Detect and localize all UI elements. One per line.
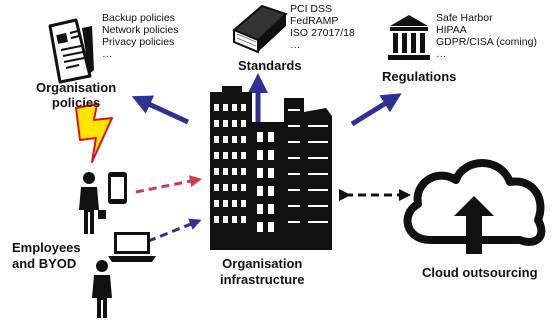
employees-title-line2: and BYOD <box>12 256 77 271</box>
courthouse-icon <box>388 15 430 60</box>
standards-list: PCI DSS FedRAMP ISO 27017/18 … <box>290 3 355 51</box>
person-icon <box>79 172 106 234</box>
policy-item: Backup policies <box>102 12 175 24</box>
regulations-list: Safe Harbor HIPAA GDPR/CISA (coming) … <box>436 12 537 60</box>
policy-item: Network policies <box>102 24 179 36</box>
policy-item: … <box>102 48 113 60</box>
regulation-item: Safe Harbor <box>436 12 493 24</box>
policies-title-line1: Organisation <box>36 80 117 95</box>
policies-list: Backup policies Network policies Privacy… <box>102 12 178 60</box>
policies-title: Organisation policies <box>36 80 116 110</box>
employees-title: Employees and BYOD <box>12 240 81 272</box>
cloud-title: Cloud outsourcing <box>422 265 538 280</box>
arrow-to-regulations <box>350 93 402 127</box>
employees-title-line1: Employees <box>12 240 81 255</box>
policy-item: Privacy policies <box>102 36 175 48</box>
arrow-to-policies <box>131 95 190 125</box>
book-icon <box>232 4 288 54</box>
standard-item: ISO 27017/18 <box>290 27 355 39</box>
standard-item: FedRAMP <box>290 15 339 27</box>
regulation-item: GDPR/CISA (coming) <box>436 36 537 48</box>
standard-item: … <box>290 39 301 51</box>
standards-title: Standards <box>238 58 302 73</box>
regulation-item: HIPAA <box>436 24 467 36</box>
cloud-upload-icon <box>403 159 546 254</box>
person-icon <box>92 260 112 318</box>
lightning-icon <box>75 103 113 163</box>
infrastructure-title-line1: Organisation <box>222 256 303 271</box>
laptop-to-infrastructure-arrow <box>135 218 202 248</box>
phone-to-infrastructure-arrow <box>135 175 202 194</box>
infrastructure-title: Organisation infrastructure <box>220 256 305 288</box>
infrastructure-title-line2: infrastructure <box>220 272 305 287</box>
policies-title-line2: policies <box>51 95 101 110</box>
document-icon <box>48 18 94 84</box>
regulations-title: Regulations <box>382 69 457 84</box>
buildings-icon <box>210 86 332 250</box>
standard-item: PCI DSS <box>290 3 333 15</box>
regulation-item: … <box>436 48 447 60</box>
smartphone-icon <box>108 172 127 204</box>
laptop-icon <box>108 232 156 262</box>
